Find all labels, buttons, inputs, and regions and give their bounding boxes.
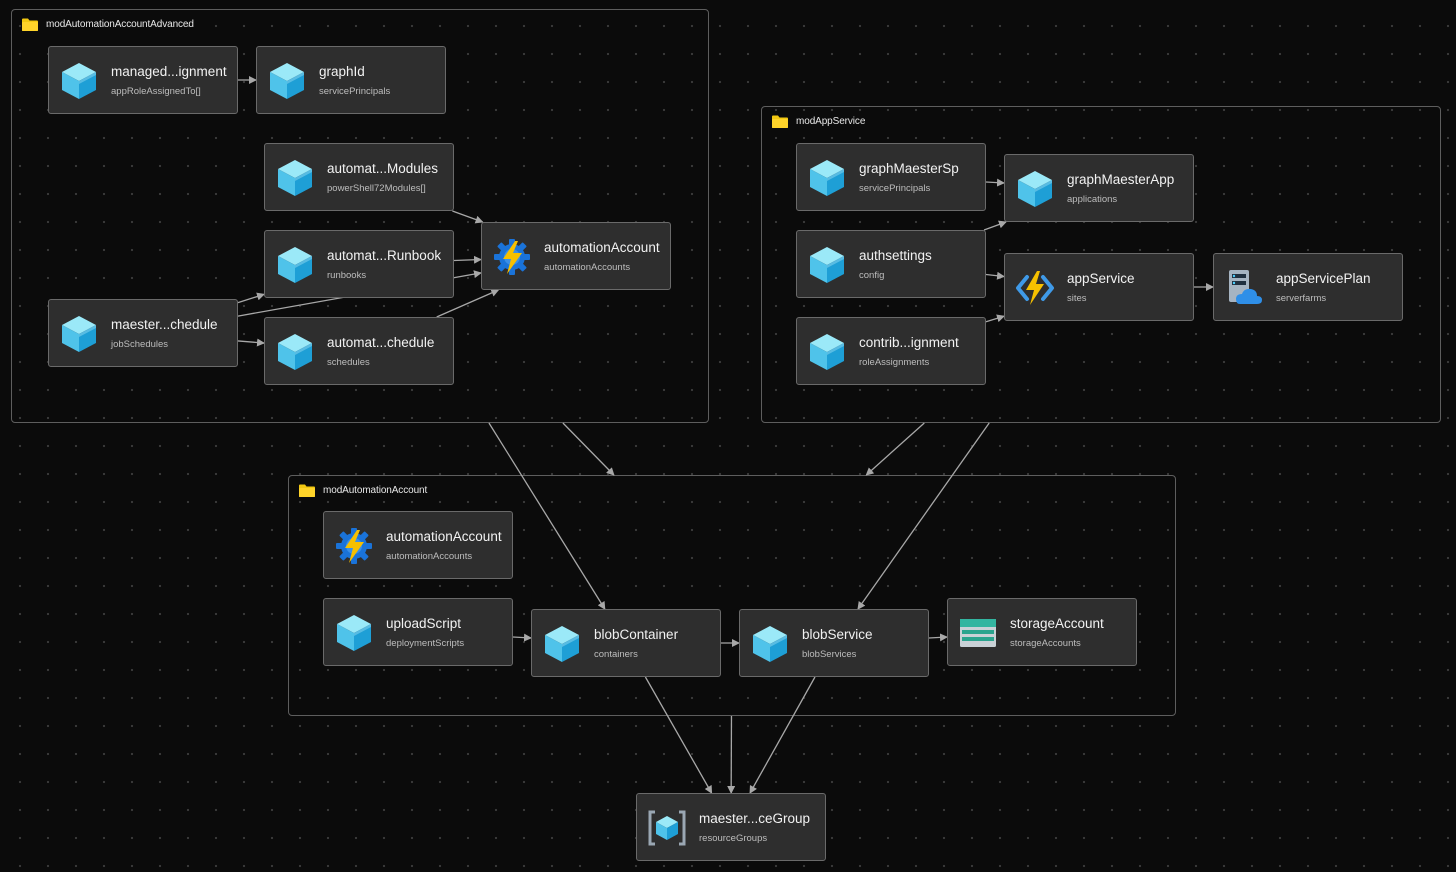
node-maester-chedule[interactable]: maester...chedule jobSchedules	[48, 299, 238, 367]
node-type: config	[859, 270, 885, 281]
cube-icon	[275, 332, 315, 372]
folder-icon	[299, 484, 315, 497]
group-title: modAutomationAccount	[299, 484, 427, 497]
node-type: containers	[594, 649, 638, 660]
node-name: graphMaesterApp	[1067, 172, 1175, 187]
node-appservice[interactable]: appService sites	[1004, 253, 1194, 321]
automation-icon	[334, 526, 374, 566]
cube-icon	[542, 624, 582, 664]
node-name: authsettings	[859, 248, 932, 263]
node-automationaccount-advanced[interactable]: automationAccount automationAccounts	[481, 222, 671, 290]
node-type: powerShell72Modules[]	[327, 183, 426, 194]
group-title: modAutomationAccountAdvanced	[22, 18, 194, 31]
app-service-plan-icon	[1224, 268, 1264, 308]
node-type: deploymentScripts	[386, 638, 465, 649]
node-type: runbooks	[327, 270, 367, 281]
group-label: modAutomationAccountAdvanced	[46, 19, 194, 30]
node-maester-cegroup[interactable]: maester...ceGroup resourceGroups	[636, 793, 826, 861]
group-modappservice[interactable]: modAppService	[761, 106, 1441, 423]
node-name: automationAccount	[386, 529, 502, 544]
node-name: storageAccount	[1010, 616, 1104, 631]
node-blobservice[interactable]: blobService blobServices	[739, 609, 929, 677]
storage-account-icon	[958, 613, 998, 653]
cube-icon	[1015, 169, 1055, 209]
node-name: appServicePlan	[1276, 271, 1371, 286]
node-name: graphId	[319, 64, 365, 79]
node-contrib-ignment[interactable]: contrib...ignment roleAssignments	[796, 317, 986, 385]
node-type: roleAssignments	[859, 357, 930, 368]
node-type: resourceGroups	[699, 833, 768, 844]
node-type: schedules	[327, 357, 370, 368]
node-name: uploadScript	[386, 616, 462, 631]
node-name: appService	[1067, 271, 1135, 286]
node-name: automat...Modules	[327, 161, 439, 176]
cube-icon	[267, 61, 307, 101]
node-type: automationAccounts	[386, 551, 473, 562]
node-type: applications	[1067, 194, 1118, 205]
node-automationaccount[interactable]: automationAccount automationAccounts	[323, 511, 513, 579]
node-name: blobContainer	[594, 627, 679, 642]
cube-icon	[275, 245, 315, 285]
node-automat-modules[interactable]: automat...Modules powerShell72Modules[]	[264, 143, 454, 211]
node-type: blobServices	[802, 649, 857, 660]
group-modautomationaccountadvanced[interactable]: modAutomationAccountAdvanced	[11, 9, 709, 423]
cube-icon	[807, 245, 847, 285]
node-name: automat...Runbook	[327, 248, 442, 263]
cube-icon	[59, 314, 99, 354]
node-automat-runbook[interactable]: automat...Runbook runbooks	[264, 230, 454, 298]
node-graphmaesterapp[interactable]: graphMaesterApp applications	[1004, 154, 1194, 222]
cube-icon	[59, 61, 99, 101]
node-blobcontainer[interactable]: blobContainer containers	[531, 609, 721, 677]
node-automat-chedule[interactable]: automat...chedule schedules	[264, 317, 454, 385]
node-name: automationAccount	[544, 240, 660, 255]
node-storageaccount[interactable]: storageAccount storageAccounts	[947, 598, 1137, 666]
node-name: automat...chedule	[327, 335, 435, 350]
node-graphid[interactable]: graphId servicePrincipals	[256, 46, 446, 114]
edge-modAppService-to-modAutomationAccount	[865, 422, 925, 476]
node-name: maester...ceGroup	[699, 811, 811, 826]
node-type: serverfarms	[1276, 293, 1327, 304]
function-app-icon	[1015, 268, 1055, 308]
node-managed-ignment[interactable]: managed...ignment appRoleAssignedTo[]	[48, 46, 238, 114]
node-type: servicePrincipals	[859, 183, 931, 194]
folder-icon	[772, 115, 788, 128]
node-uploadscript[interactable]: uploadScript deploymentScripts	[323, 598, 513, 666]
node-appserviceplan[interactable]: appServicePlan serverfarms	[1213, 253, 1403, 321]
node-name: graphMaesterSp	[859, 161, 959, 176]
edge-modAutomationAccountAdvanced-to-modAutomationAccount	[562, 422, 615, 476]
group-title: modAppService	[772, 115, 865, 128]
resource-group-icon	[647, 808, 687, 848]
node-authsettings[interactable]: authsettings config	[796, 230, 986, 298]
cube-icon	[275, 158, 315, 198]
cube-icon	[334, 613, 374, 653]
node-graphmaestersp[interactable]: graphMaesterSp servicePrincipals	[796, 143, 986, 211]
node-type: jobSchedules	[111, 339, 169, 350]
node-name: maester...chedule	[111, 317, 218, 332]
cube-icon	[750, 624, 790, 664]
node-type: servicePrincipals	[319, 86, 391, 97]
node-type: storageAccounts	[1010, 638, 1081, 649]
node-name: contrib...ignment	[859, 335, 959, 350]
group-modautomationaccount[interactable]: modAutomationAccount	[288, 475, 1176, 716]
cube-icon	[807, 158, 847, 198]
node-type: appRoleAssignedTo[]	[111, 86, 201, 97]
node-name: blobService	[802, 627, 873, 642]
node-type: sites	[1067, 293, 1087, 304]
automation-icon	[492, 237, 532, 277]
folder-icon	[22, 18, 38, 31]
cube-icon	[807, 332, 847, 372]
group-label: modAppService	[796, 116, 866, 127]
node-type: automationAccounts	[544, 262, 631, 273]
group-label: modAutomationAccount	[323, 485, 428, 496]
node-name: managed...ignment	[111, 64, 227, 79]
